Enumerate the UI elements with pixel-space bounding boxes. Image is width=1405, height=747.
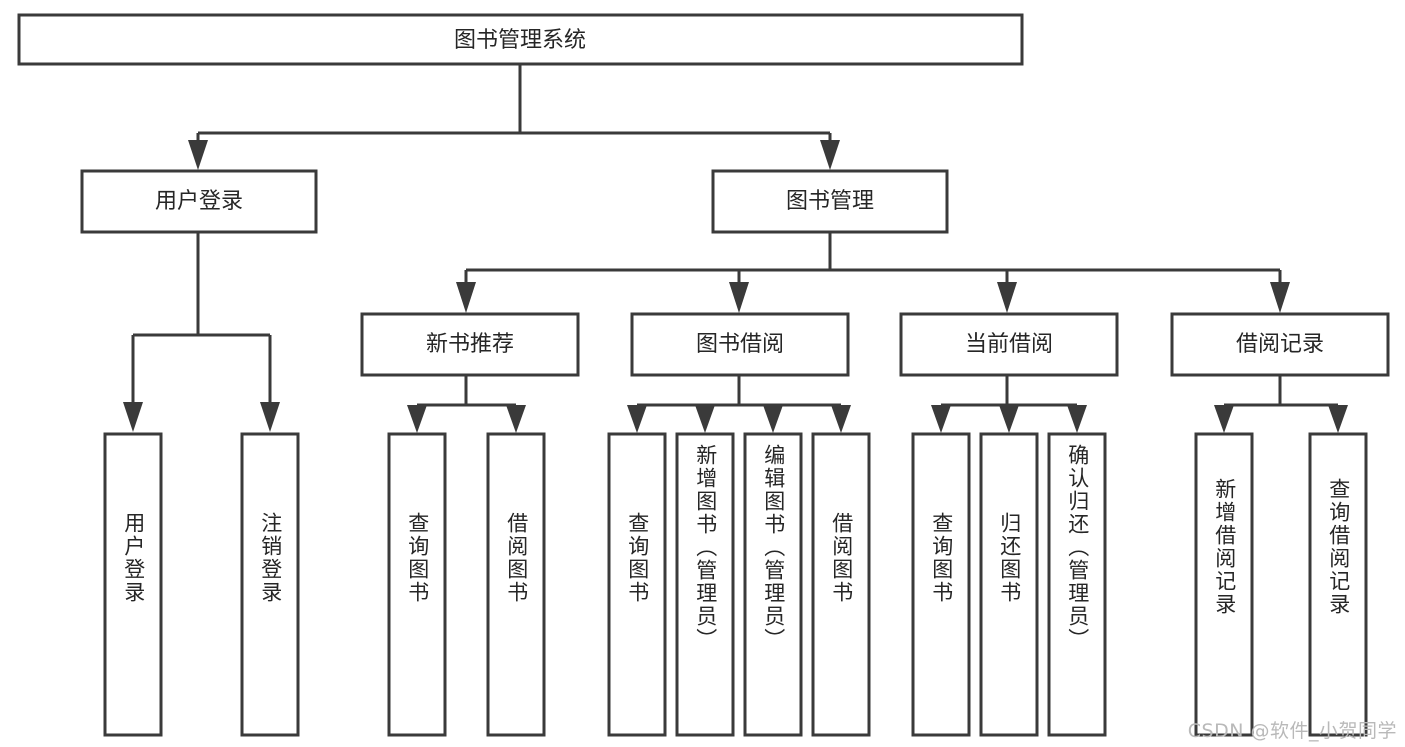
node-root[interactable]: 图书管理系统 — [17, 13, 1024, 66]
leaf-edit-book-box[interactable] — [743, 432, 803, 737]
arrow-head-leaf-query-book-1 — [407, 405, 427, 433]
arrow-head-book-management — [820, 140, 840, 170]
node-current-borrow-label: 当前借阅 — [965, 332, 1053, 357]
leaf-borrow-book-1-box[interactable] — [486, 432, 546, 737]
leaf-query-book-1-box[interactable] — [387, 432, 447, 737]
leaf-query-record-box[interactable] — [1308, 432, 1368, 737]
node-root-label: 图书管理系统 — [454, 28, 586, 53]
connector-layer — [123, 64, 1348, 433]
node-root-box[interactable] — [17, 13, 1024, 66]
arrow-head-borrow-record — [1270, 282, 1290, 313]
leaf-add-book-box[interactable] — [675, 432, 735, 737]
node-new-book-recommend[interactable]: 新书推荐 — [360, 312, 580, 377]
node-borrow-record-label: 借阅记录 — [1236, 332, 1324, 357]
arrow-head-leaf-confirm-return — [1067, 405, 1087, 433]
node-book-management-box[interactable] — [711, 169, 949, 234]
arrow-head-leaf-logout — [260, 402, 280, 432]
arrow-head-current-borrow — [997, 282, 1017, 313]
node-book-management[interactable]: 图书管理 — [711, 169, 949, 234]
arrow-head-leaf-borrow-book-1 — [506, 405, 526, 433]
leaf-box-layer — [103, 432, 1368, 737]
node-book-borrow-label: 图书借阅 — [696, 332, 784, 357]
leaf-return-book-box[interactable] — [979, 432, 1039, 737]
leaf-logout-box[interactable] — [240, 432, 300, 737]
node-book-borrow-box[interactable] — [630, 312, 850, 377]
arrow-head-leaf-user-login — [123, 402, 143, 432]
arrow-head-book-borrow — [729, 282, 749, 313]
csdn-watermark: CSDN @软件_小贺同学 — [1187, 720, 1397, 742]
node-borrow-record-box[interactable] — [1170, 312, 1390, 377]
node-new-book-recommend-label: 新书推荐 — [426, 332, 514, 357]
arrow-head-leaf-edit-book — [763, 405, 783, 433]
arrow-head-leaf-add-record — [1214, 405, 1234, 433]
arrow-head-leaf-query-record — [1328, 405, 1348, 433]
arrow-head-leaf-return-book — [999, 405, 1019, 433]
node-current-borrow[interactable]: 当前借阅 — [899, 312, 1119, 377]
node-book-borrow[interactable]: 图书借阅 — [630, 312, 850, 377]
node-book-management-label: 图书管理 — [786, 189, 874, 214]
arrow-head-leaf-query-book-3 — [931, 405, 951, 433]
leaf-user-login-box[interactable] — [103, 432, 163, 737]
arrow-head-user-login — [188, 140, 208, 170]
node-new-book-recommend-box[interactable] — [360, 312, 580, 377]
arrow-head-leaf-add-book — [695, 405, 715, 433]
leaf-query-book-2-box[interactable] — [607, 432, 667, 737]
node-user-login-box[interactable] — [80, 169, 318, 234]
node-current-borrow-box[interactable] — [899, 312, 1119, 377]
leaf-confirm-return-box[interactable] — [1047, 432, 1107, 737]
leaf-borrow-book-2-box[interactable] — [811, 432, 871, 737]
node-user-login-label: 用户登录 — [155, 189, 243, 214]
node-borrow-record[interactable]: 借阅记录 — [1170, 312, 1390, 377]
leaf-add-record-box[interactable] — [1194, 432, 1254, 737]
leaf-query-book-3-box[interactable] — [911, 432, 971, 737]
arrow-head-new-book-recommend — [456, 282, 476, 313]
node-user-login[interactable]: 用户登录 — [80, 169, 318, 234]
arrow-head-leaf-query-book-2 — [627, 405, 647, 433]
arrow-head-leaf-borrow-book-2 — [831, 405, 851, 433]
